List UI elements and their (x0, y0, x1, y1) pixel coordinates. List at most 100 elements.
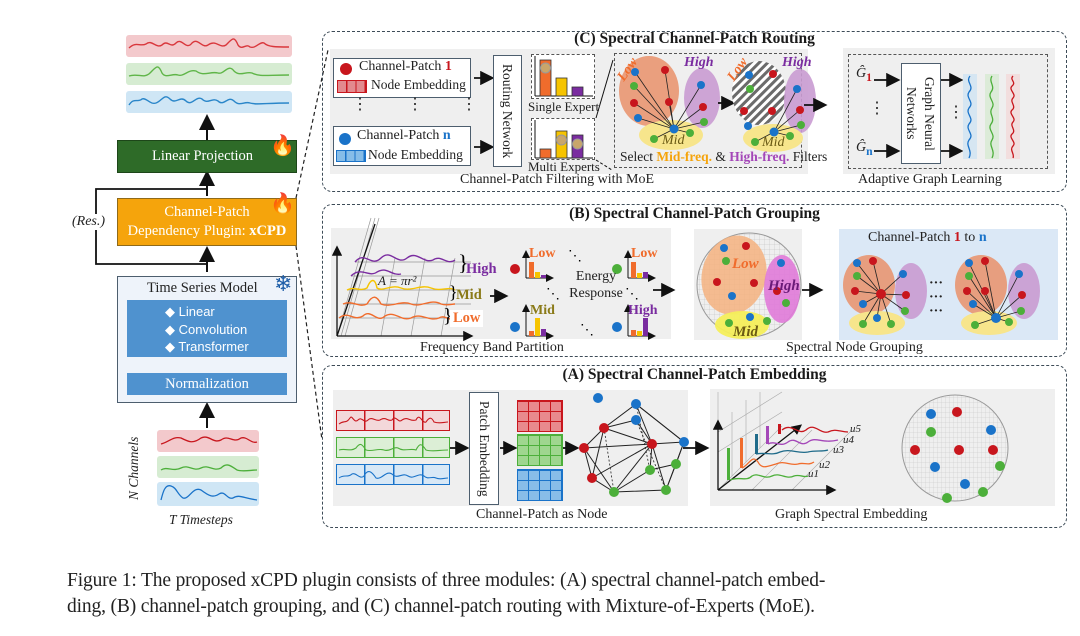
vertical-ellipsis: ⋮ (352, 96, 368, 113)
caption-line-1: Figure 1: The proposed xCPD plugin consi… (67, 570, 826, 591)
svg-text:⋱: ⋱ (568, 249, 582, 264)
output-line-blue (128, 96, 290, 106)
panel-b-grouping: (B) Spectral Channel-Patch Grouping (322, 204, 1067, 357)
panel-a-title: (A) Spectral Channel-Patch Embedding (562, 366, 827, 383)
eigenvalue-bar-2 (740, 438, 743, 468)
svg-text:}: } (443, 305, 453, 327)
eigenvector-u1 (729, 474, 809, 481)
svg-text:⋱: ⋱ (546, 287, 560, 302)
panel-b-title: (B) Spectral Channel-Patch Grouping (569, 205, 820, 222)
svg-text:}: } (458, 250, 469, 275)
frequency-partition-area (331, 228, 671, 339)
graph-mid-label: Mid (662, 133, 685, 148)
adaptive-box (848, 54, 1048, 169)
embedding-grid-blue (517, 469, 563, 501)
output-line-red (128, 38, 290, 49)
sphere-low-label: Low (732, 256, 759, 272)
sphere-mid-label: Mid (733, 324, 759, 340)
graph-mid-label-filtered: Mid (762, 135, 785, 150)
residual-label: (Res.) (70, 214, 108, 230)
eigenvector-u5 (781, 426, 849, 433)
single-expert-label: Single Expert (528, 99, 600, 114)
channel-patch-groups (843, 255, 1040, 335)
normalization-block: Normalization (127, 373, 287, 395)
expert-bar-yellow (555, 77, 568, 97)
band-mid-wave (346, 279, 456, 291)
expert-bar-purple (571, 86, 584, 97)
filtering-caption: Channel-Patch Filtering with MoE (460, 172, 655, 187)
multi-expert-bars (534, 120, 593, 159)
backbone-linear: ◆ Linear (165, 304, 215, 319)
plugin-line1: Channel-Patch (164, 204, 250, 220)
routing-network-block[interactable]: Routing Network (493, 55, 522, 167)
fire-icon: 🔥 (270, 135, 295, 157)
green-node-dot (612, 264, 622, 274)
graph-gn-label: Ĝn (856, 140, 873, 158)
single-expert-bars (534, 56, 593, 97)
band-low-wave-2 (338, 313, 456, 320)
eigenvector-u4 (767, 439, 839, 445)
sphere-high-label: High (768, 278, 800, 294)
linear-projection-label: Linear Projection (152, 148, 254, 164)
eigen-label-u1: u1 (808, 468, 819, 480)
figure-caption: Figure 1: The proposed xCPD plugin consi… (67, 568, 825, 620)
expert-bar-orange (539, 148, 552, 159)
patch-series-lines (338, 416, 449, 480)
caption-line-2: ding, (B) channel-patch grouping, and (C… (67, 596, 815, 617)
red-embedding-icon (337, 80, 367, 93)
select-filters-caption: Select Mid-freq. & High-freq. Filters (620, 149, 828, 164)
eigenvector-u2 (741, 458, 815, 469)
xcpd-plugin-block: Channel-Patch Dependency Plugin: xCPD (117, 198, 297, 246)
svg-text:⋱: ⋱ (625, 287, 639, 302)
output-line-green (128, 66, 290, 77)
channel-patch-range-label: Channel-Patch 1 to n (868, 230, 987, 245)
patch-series-red (336, 410, 450, 431)
frequency-caption: Frequency Band Partition (420, 340, 564, 355)
node-embedding-label-1: Node Embedding (371, 77, 466, 92)
sphere-low-region (701, 235, 767, 315)
patch-embedding-block[interactable]: Patch Embedding (469, 392, 499, 505)
embedding-sphere (901, 394, 1009, 503)
eigen-label-u2: u2 (819, 459, 830, 471)
time-series-model-title: Time Series Model (147, 280, 258, 296)
vertical-ellipsis: ⋮ (407, 96, 423, 113)
gnn-block[interactable]: Graph Neural Networks (901, 63, 941, 164)
energy-label-low-2: Low (631, 246, 658, 261)
band-high-wave-1 (354, 254, 456, 263)
eigenvalue-bar-4 (766, 426, 769, 444)
graph-high-label: High (684, 55, 714, 70)
horizontal-ellipsis: ··· (929, 304, 944, 319)
arrow-to-adaptive (804, 97, 828, 113)
filtering-graphs (619, 56, 816, 152)
mid-freq-region (743, 124, 803, 152)
spectral-sphere (696, 232, 802, 339)
snowflake-icon: ❄ (274, 271, 293, 296)
embedding-grid-red (517, 400, 563, 432)
adaptive-caption: Adaptive Graph Learning (858, 172, 1002, 187)
red-node-dot (340, 63, 352, 75)
input-series-lines (160, 436, 258, 501)
routing-arrows (474, 59, 614, 171)
eigen-label-u4: u4 (843, 434, 854, 446)
vertical-ellipsis: ⋮ (461, 96, 477, 113)
eigenvector-plot (712, 391, 853, 496)
band-low-label: Low (450, 310, 484, 327)
spectral-caption: Graph Spectral Embedding (775, 507, 928, 522)
expert-bar-orange (539, 59, 552, 97)
sphere-high-region (764, 255, 800, 323)
node-caption: Channel-Patch as Node (476, 507, 608, 522)
eigenvector-u3 (755, 449, 829, 455)
svg-text:}: } (449, 282, 458, 302)
graph-nodes-filtered (740, 70, 805, 146)
panel-c-routing: (C) Spectral Channel-Patch Routing (322, 30, 1067, 192)
eigenvalue-bar-3 (755, 434, 758, 454)
expert-avatar-icon (540, 62, 551, 74)
band-low-wave-1 (342, 296, 456, 306)
expert-avatar-icon (572, 138, 583, 150)
normalization-label: Normalization (165, 376, 249, 392)
gnn-label: Graph Neural Networks (904, 76, 937, 151)
svg-text:⋱: ⋱ (580, 323, 594, 338)
band-high-label: High (466, 261, 497, 277)
multi-experts-label: Multi Experts (528, 159, 600, 174)
embedding-grid-green (517, 434, 563, 466)
